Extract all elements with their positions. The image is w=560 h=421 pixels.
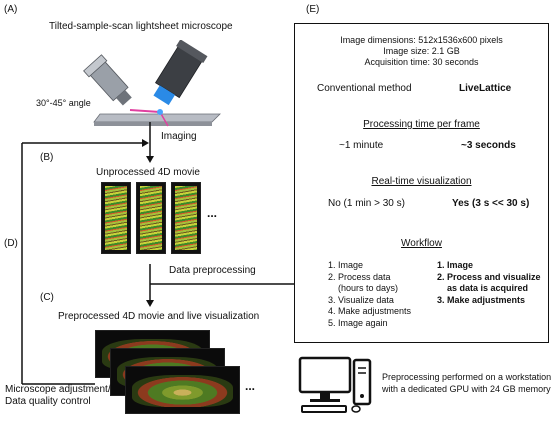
panel-label-b: (B) bbox=[40, 152, 54, 163]
realtime-conventional: No (1 min > 30 s) bbox=[328, 198, 405, 209]
list-item: as data is acquired bbox=[447, 283, 529, 293]
list-item: 3. Visualize data bbox=[328, 294, 394, 305]
panel-label-e: (E) bbox=[306, 4, 320, 15]
panel-label-d: (D) bbox=[4, 238, 18, 249]
acquisition-time: Acquisition time: 30 seconds bbox=[364, 57, 479, 67]
ellipsis-c: ... bbox=[245, 379, 256, 393]
stage-edge bbox=[94, 122, 212, 126]
list-item: 5. Image again bbox=[328, 317, 388, 328]
list-item: (hours to days) bbox=[338, 283, 399, 293]
imaging-label: Imaging bbox=[161, 131, 197, 142]
angle-label: 30°-45° angle bbox=[36, 98, 91, 108]
movie-frame-1 bbox=[101, 182, 131, 254]
panel-label-a: (A) bbox=[4, 4, 18, 15]
workflow-livelattice-list: 1. Image 2. Process and visualize as dat… bbox=[437, 260, 541, 306]
keyboard bbox=[301, 405, 347, 413]
summary-box bbox=[294, 23, 549, 343]
realtime-heading: Real-time visualization bbox=[371, 176, 472, 187]
microscope-title: Tilted-sample-scan lightsheet microscope bbox=[49, 21, 233, 32]
workstation-line2: with a dedicated GPU with 24 GB memory bbox=[382, 384, 551, 394]
preprocessed-title: Preprocessed 4D movie and live visualiza… bbox=[58, 311, 260, 322]
light-sheet bbox=[129, 109, 161, 113]
workstation-line1: Preprocessing performed on a workstation bbox=[382, 372, 552, 382]
detection-objective bbox=[83, 54, 132, 106]
preprocessing-label: Data preprocessing bbox=[169, 265, 256, 276]
list-item: 4. Make adjustments bbox=[328, 306, 412, 316]
workstation-icon bbox=[298, 356, 372, 413]
monitor bbox=[298, 356, 352, 394]
list-item: 2. Process data bbox=[328, 271, 391, 282]
list-item: 1. Image bbox=[328, 260, 364, 270]
mouse bbox=[351, 405, 361, 413]
tower bbox=[352, 358, 372, 406]
processing-time-heading: Processing time per frame bbox=[363, 119, 480, 130]
list-item: 2. Process and visualize bbox=[437, 271, 541, 282]
volume-frame-3 bbox=[125, 366, 240, 414]
microscope-illustration bbox=[83, 40, 221, 127]
panel-label-c: (C) bbox=[40, 292, 54, 303]
adjustment-label-line1: Microscope adjustment/ bbox=[5, 384, 111, 395]
list-item: 3. Make adjustments bbox=[437, 294, 526, 305]
processing-time-conventional: ~1 minute bbox=[339, 140, 384, 151]
illumination-objective bbox=[153, 40, 208, 106]
workflow-conventional-list: 1. Image 2. Process data (hours to days)… bbox=[328, 260, 411, 329]
image-size: Image size: 2.1 GB bbox=[383, 46, 460, 56]
list-item: 1. Image bbox=[437, 260, 474, 270]
livelattice-header: LiveLattice bbox=[459, 83, 512, 94]
movie-frame-2 bbox=[136, 182, 166, 254]
conventional-method-header: Conventional method bbox=[317, 83, 412, 94]
ellipsis-b: ... bbox=[207, 206, 218, 220]
processing-time-livelattice: ~3 seconds bbox=[461, 140, 516, 151]
realtime-livelattice: Yes (3 s << 30 s) bbox=[452, 198, 530, 209]
sample bbox=[157, 109, 163, 115]
movie-frame-3 bbox=[171, 182, 201, 254]
unprocessed-title: Unprocessed 4D movie bbox=[96, 167, 200, 178]
image-dimensions: Image dimensions: 512x1536x600 pixels bbox=[340, 35, 503, 45]
adjustment-label-line2: Data quality control bbox=[5, 396, 91, 407]
workflow-heading: Workflow bbox=[401, 238, 442, 249]
